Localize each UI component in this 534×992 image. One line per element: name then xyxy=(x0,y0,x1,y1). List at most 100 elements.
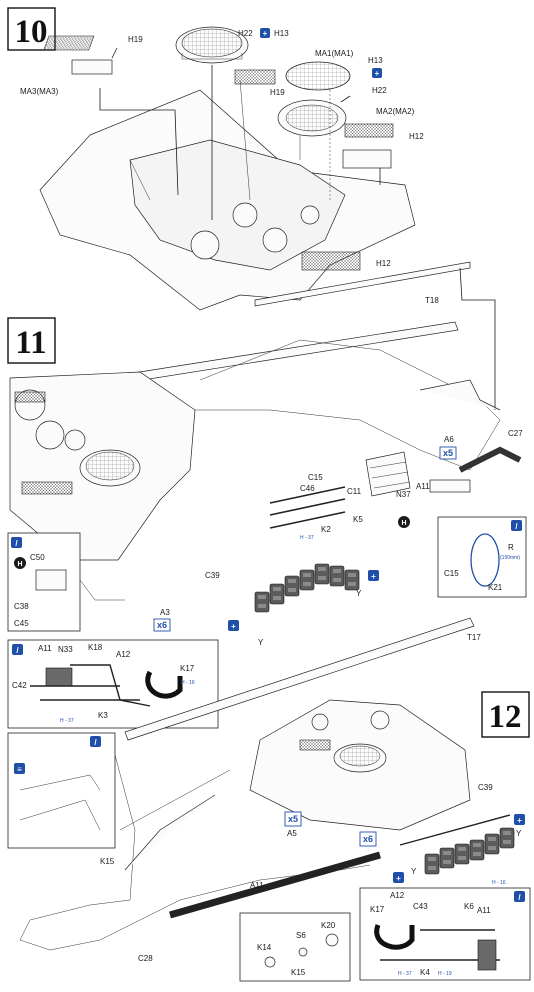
step-12: 12 T17 C39 Y Y + + x5 A5 x6 A11 K15 C xyxy=(7,617,531,982)
a11-long-axle xyxy=(169,851,381,919)
label-h19-b: H19 xyxy=(270,88,285,97)
ref-h16: H - 16 xyxy=(181,680,195,686)
ma3-grille xyxy=(43,35,95,51)
label-h13-b: H13 xyxy=(368,56,383,65)
label-h22-a: H22 xyxy=(238,29,253,38)
inset-c50 xyxy=(7,532,81,632)
ref-h16-12: H - 16 xyxy=(492,880,506,886)
label-h12-b: H12 xyxy=(376,259,391,268)
svg-text:+: + xyxy=(263,29,268,38)
deck-hatch-3 xyxy=(190,230,220,260)
track-section-11 xyxy=(254,563,360,613)
ref-h19-12: H - 19 xyxy=(438,971,452,977)
label-c15: C15 xyxy=(308,473,323,482)
svg-text:+: + xyxy=(375,69,380,78)
label-s6: S6 xyxy=(296,931,306,940)
label-ma3: MA3(MA3) xyxy=(20,87,59,96)
label-c45: C45 xyxy=(14,619,29,628)
engine-deck xyxy=(129,139,346,271)
label-n37: N37 xyxy=(396,490,411,499)
label-h13-a: H13 xyxy=(274,29,289,38)
step-10: 10 MA3(MA3) H19 H22 + H13 MA1(MA1) H13 +… xyxy=(7,7,496,410)
svg-text:+: + xyxy=(371,572,376,581)
label-k15: K15 xyxy=(100,857,115,866)
h19-frame xyxy=(71,59,113,75)
step-12-box xyxy=(481,691,530,738)
label-c39-12: C39 xyxy=(478,783,493,792)
svg-text:+: + xyxy=(396,874,401,883)
glue-icon: + xyxy=(372,68,382,78)
svg-text:+: + xyxy=(231,622,236,631)
label-a11-12: A11 xyxy=(250,881,264,890)
svg-text:+: + xyxy=(517,816,522,825)
label-k14: K14 xyxy=(257,943,272,952)
label-a11: A11 xyxy=(416,482,430,491)
label-c43: C43 xyxy=(413,902,428,911)
ref-h37-12: H - 37 xyxy=(398,971,412,977)
svg-text:x6: x6 xyxy=(157,620,167,630)
label-k5: K5 xyxy=(353,515,363,524)
step-11: 11 C27 A6 x5 C15 N37 H A11 C46 C11 K5 K2… xyxy=(7,317,527,729)
inset-r-bend xyxy=(437,516,527,598)
label-a11-b: A11 xyxy=(38,644,52,653)
label-ma1: MA1(MA1) xyxy=(315,49,354,58)
glue-icon-12a: + xyxy=(514,814,525,825)
label-a11-12b: A11 xyxy=(477,906,491,915)
h12-frame-top xyxy=(342,149,392,169)
svg-text:x6: x6 xyxy=(363,834,373,844)
label-c27: C27 xyxy=(508,429,523,438)
label-c46: C46 xyxy=(300,484,315,493)
label-c28: C28 xyxy=(138,954,153,963)
repeat-x6-badge-12: x6 xyxy=(359,831,377,847)
label-c15-b: C15 xyxy=(444,569,459,578)
arrow-t18 xyxy=(459,267,496,410)
svg-text:≡: ≡ xyxy=(17,765,22,774)
h22-ring-hatch xyxy=(277,99,347,137)
c27-exhaust xyxy=(458,446,522,473)
label-ma2: MA2(MA2) xyxy=(376,107,415,116)
svg-text:x5: x5 xyxy=(288,814,298,824)
label-k20: K20 xyxy=(321,921,336,930)
label-k17-12: K17 xyxy=(370,905,385,914)
paint-icon-r: / xyxy=(511,520,522,531)
arrow-ma3 xyxy=(99,88,179,196)
n33-block xyxy=(45,667,73,687)
fender-plate xyxy=(101,321,459,387)
inset-k14 xyxy=(239,912,351,982)
label-y-12-2: Y xyxy=(411,867,417,876)
label-h19-a: H19 xyxy=(128,35,143,44)
deck-hatch-1 xyxy=(232,202,258,228)
k17-bracket-12 xyxy=(374,924,415,950)
label-c50: C50 xyxy=(30,553,45,562)
label-r: R xyxy=(508,543,514,552)
label-h12-a: H12 xyxy=(409,132,424,141)
label-r-note: (150mm) xyxy=(500,555,520,561)
label-k2: K2 xyxy=(321,525,331,534)
paint-icon-a11: / xyxy=(12,644,23,655)
svg-text:H: H xyxy=(401,520,406,527)
t18-side-skirt xyxy=(254,261,471,307)
svg-text:/: / xyxy=(515,522,518,531)
ma2-grille xyxy=(344,123,394,138)
repeat-x6-badge: x6 xyxy=(153,618,171,632)
label-a12-12: A12 xyxy=(390,891,405,900)
step-12-number: 12 xyxy=(489,699,522,735)
label-t17: T17 xyxy=(467,633,481,642)
label-c11: C11 xyxy=(347,487,362,496)
svg-text:x5: x5 xyxy=(443,448,453,458)
paint-icon-12: / xyxy=(90,736,101,747)
label-h22-b: H22 xyxy=(372,86,387,95)
t17-fender xyxy=(124,617,475,741)
bend-curve xyxy=(470,533,500,587)
k17-bracket xyxy=(145,670,183,699)
k2-axle xyxy=(269,486,346,529)
label-c38: C38 xyxy=(14,602,29,611)
label-t18: T18 xyxy=(425,296,439,305)
ma1-mesh-disc xyxy=(285,61,351,91)
inset-a12-k17 xyxy=(359,887,531,981)
deck-hatch-2 xyxy=(262,227,288,253)
label-a3: A3 xyxy=(160,608,170,617)
svg-text:/: / xyxy=(16,646,19,655)
paint-icon-c50: / xyxy=(11,537,22,548)
label-a5: A5 xyxy=(287,829,297,838)
